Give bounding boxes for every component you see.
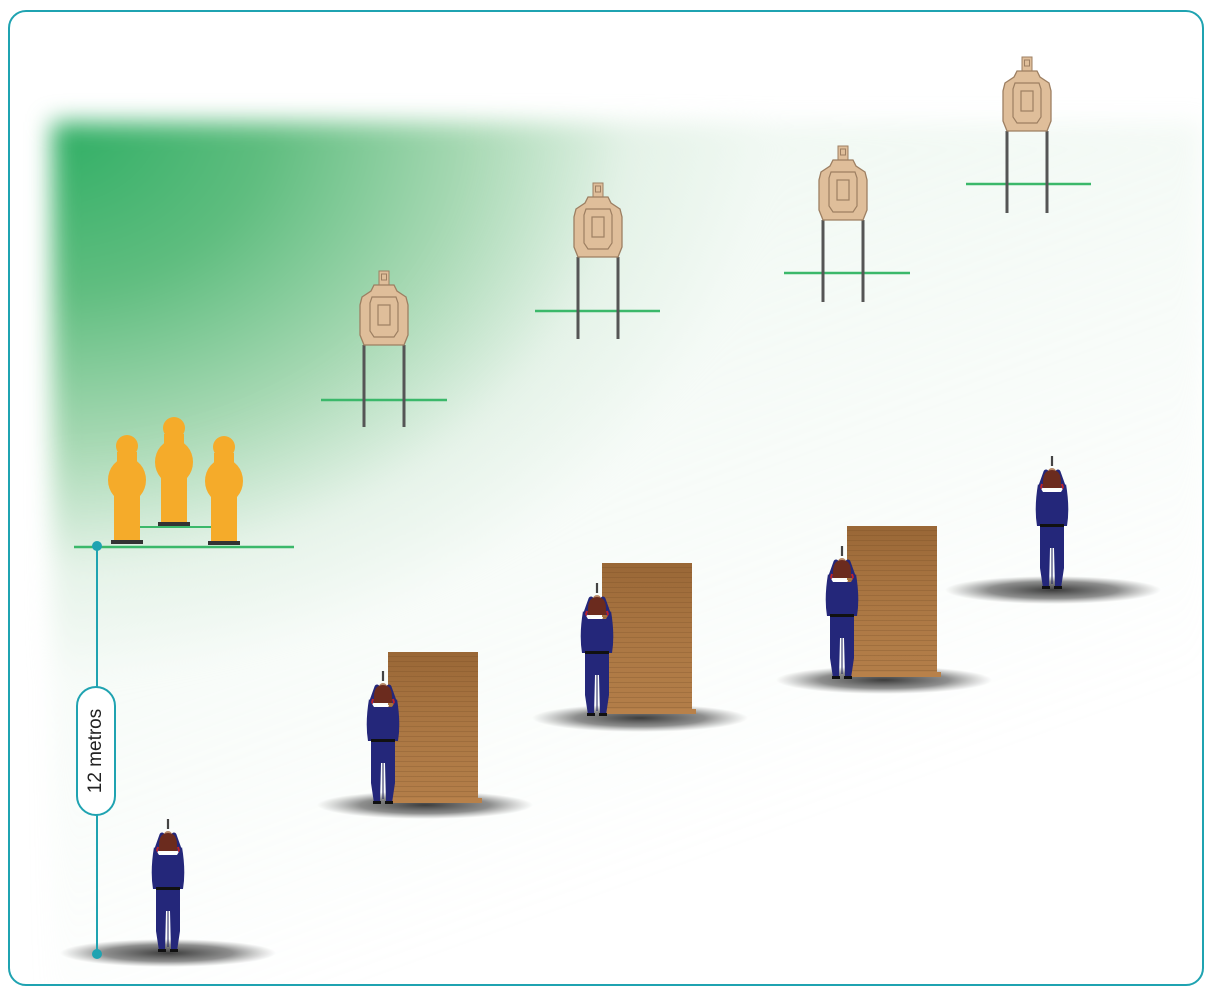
distance-label-text: 12 metros bbox=[85, 709, 107, 793]
measure-endpoint bbox=[92, 541, 102, 551]
barricade bbox=[386, 652, 482, 803]
silhouette-target bbox=[155, 417, 193, 526]
shooter bbox=[1036, 456, 1069, 589]
shooter bbox=[152, 819, 185, 952]
shooter-shadow bbox=[945, 576, 1161, 604]
paper-target bbox=[819, 146, 867, 302]
paper-target bbox=[1003, 57, 1051, 213]
paper-target bbox=[360, 271, 408, 427]
distance-label: 12 metros bbox=[76, 686, 116, 816]
barricade bbox=[600, 563, 696, 714]
silhouette-target bbox=[205, 436, 243, 545]
measure-endpoint bbox=[92, 949, 102, 959]
paper-target bbox=[574, 183, 622, 339]
barricade bbox=[845, 526, 941, 677]
